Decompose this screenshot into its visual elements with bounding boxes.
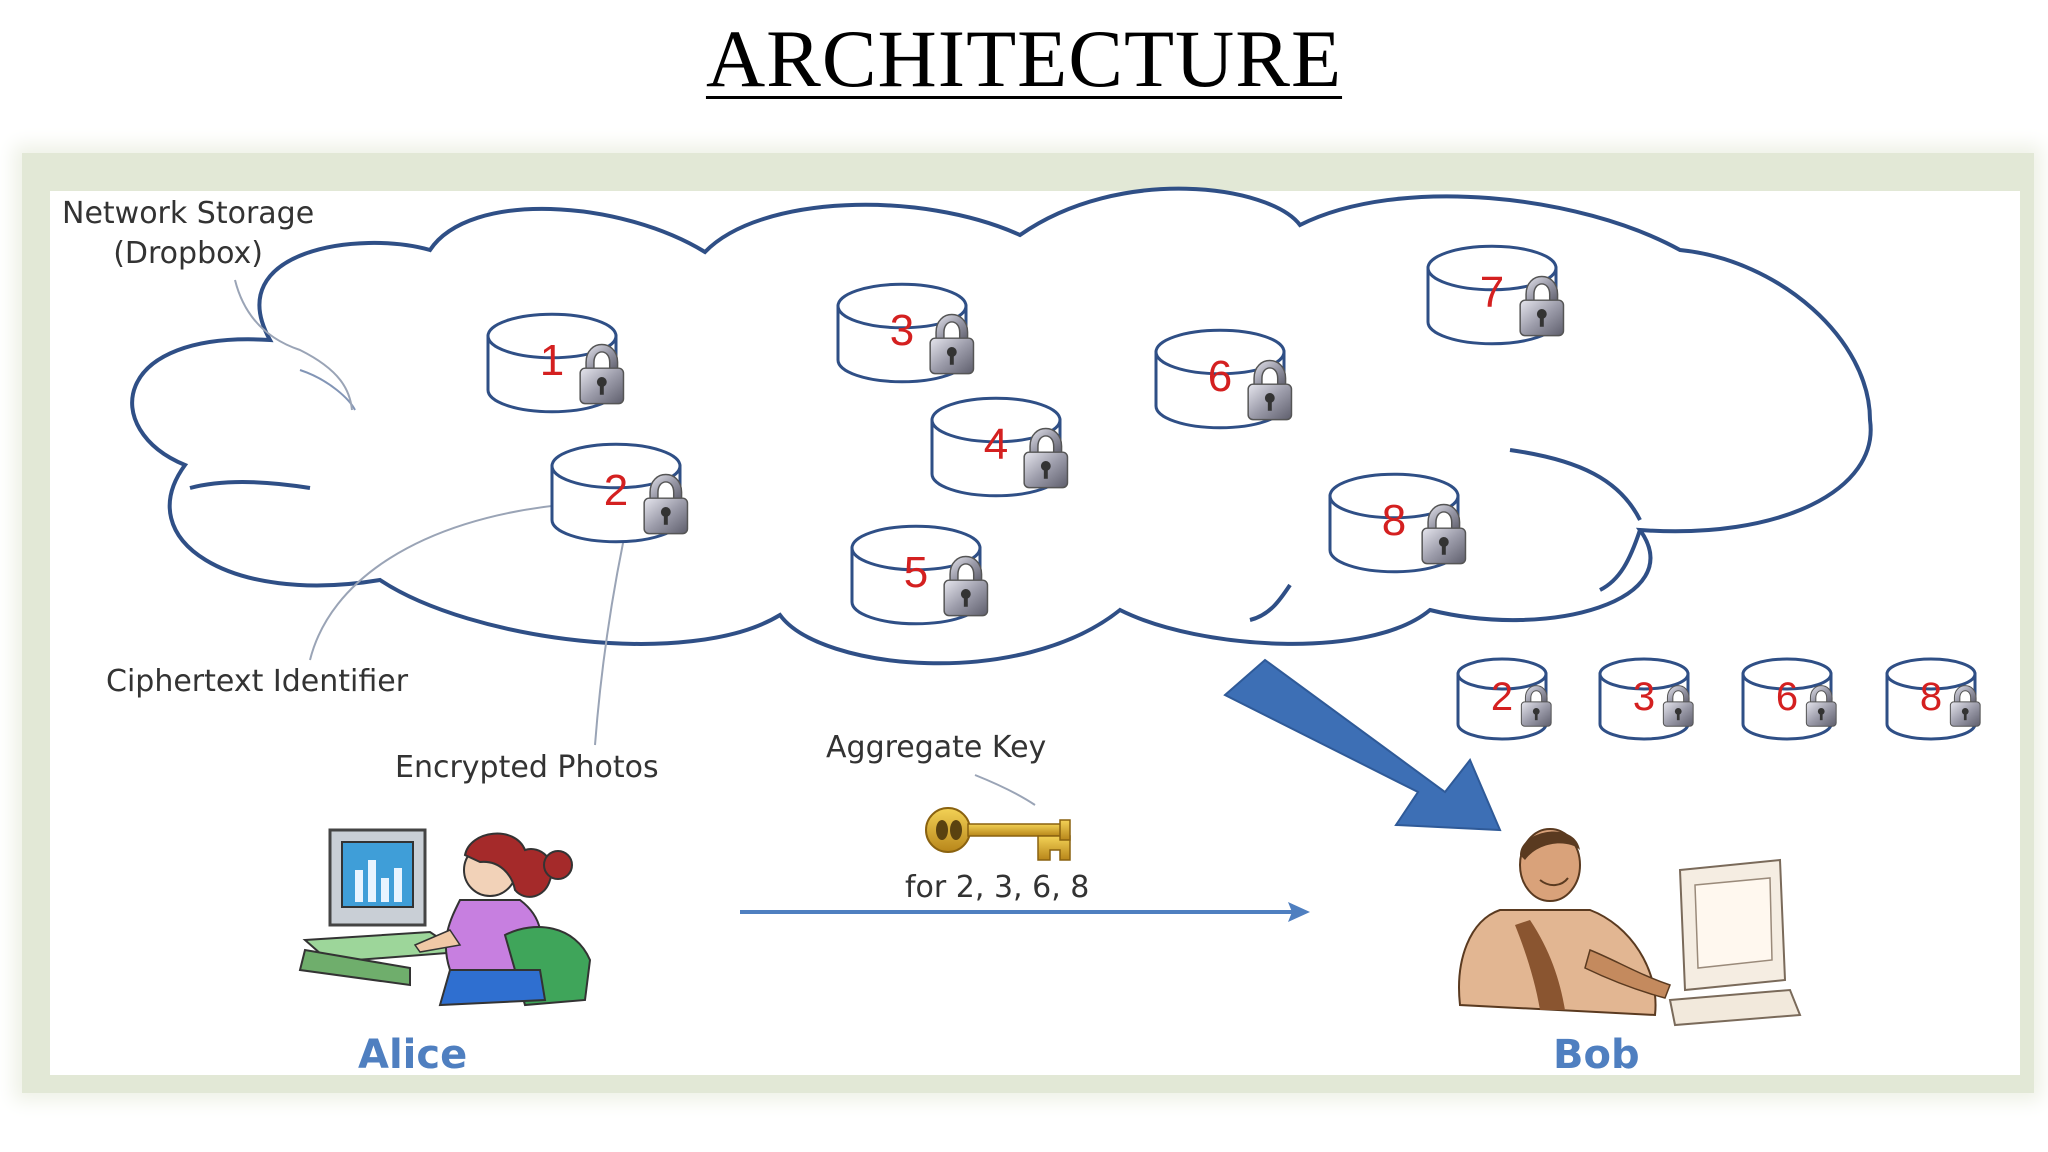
ciphertext-identifier-label: Ciphertext Identifier xyxy=(106,664,409,699)
bob-container-3: 3 xyxy=(1598,657,1694,741)
container-number: 7 xyxy=(1480,268,1504,317)
cloud-container-3: 3 xyxy=(836,282,975,384)
encrypted-photos-label: Encrypted Photos xyxy=(395,750,659,785)
cloud-inner-stroke xyxy=(299,369,356,411)
container-number: 2 xyxy=(1491,675,1513,719)
bob-computer-icon xyxy=(1458,828,1802,1027)
send-arrow xyxy=(740,902,1310,922)
storage-label-line2: (Dropbox) xyxy=(113,236,263,271)
container-number: 3 xyxy=(1633,675,1655,719)
cloud-container-7: 7 xyxy=(1426,244,1565,346)
big-arrow-icon xyxy=(1223,658,1502,832)
bob-container-6: 6 xyxy=(1741,657,1837,741)
cloud-inner-stroke xyxy=(1599,529,1642,592)
network-storage-label: Network Storage (Dropbox) xyxy=(62,194,314,274)
bob-container-8: 8 xyxy=(1885,657,1981,741)
container-number: 8 xyxy=(1382,496,1406,545)
cloud-inner-stroke xyxy=(1249,583,1292,622)
storage-leader-line xyxy=(234,279,353,411)
cloud-container-6: 6 xyxy=(1154,328,1293,430)
cloud-container-2: 2 xyxy=(550,442,689,544)
cloud-container-8: 8 xyxy=(1328,472,1467,574)
cloud-inner-stroke xyxy=(1509,448,1642,521)
bob-label: Bob xyxy=(1553,1032,1640,1078)
container-number: 5 xyxy=(904,548,928,597)
container-number: 1 xyxy=(540,336,564,385)
cloud-container-1: 1 xyxy=(486,312,625,414)
ciphertext-leader-line xyxy=(309,504,561,661)
photos-leader-line xyxy=(594,509,631,746)
cloud-container-5: 5 xyxy=(850,524,989,626)
storage-label-line1: Network Storage xyxy=(62,196,315,231)
bob-container-2: 2 xyxy=(1456,657,1552,741)
container-number: 6 xyxy=(1776,675,1798,719)
page-title: ARCHITECTURE xyxy=(705,13,1343,104)
alice-label: Alice xyxy=(358,1032,468,1078)
container-number: 6 xyxy=(1208,352,1232,401)
cloud-inner-stroke xyxy=(189,480,311,490)
container-number: 3 xyxy=(890,306,914,355)
cloud-container-4: 4 xyxy=(930,396,1069,498)
key-leader-line xyxy=(974,774,1036,806)
container-number: 4 xyxy=(984,420,1008,469)
container-number: 2 xyxy=(604,466,628,515)
aggregate-key-label: Aggregate Key xyxy=(826,730,1047,765)
alice-computer-icon xyxy=(298,828,592,1007)
key-for-label: for 2, 3, 6, 8 xyxy=(905,870,1090,905)
key-icon xyxy=(925,807,1071,861)
container-number: 8 xyxy=(1920,675,1942,719)
